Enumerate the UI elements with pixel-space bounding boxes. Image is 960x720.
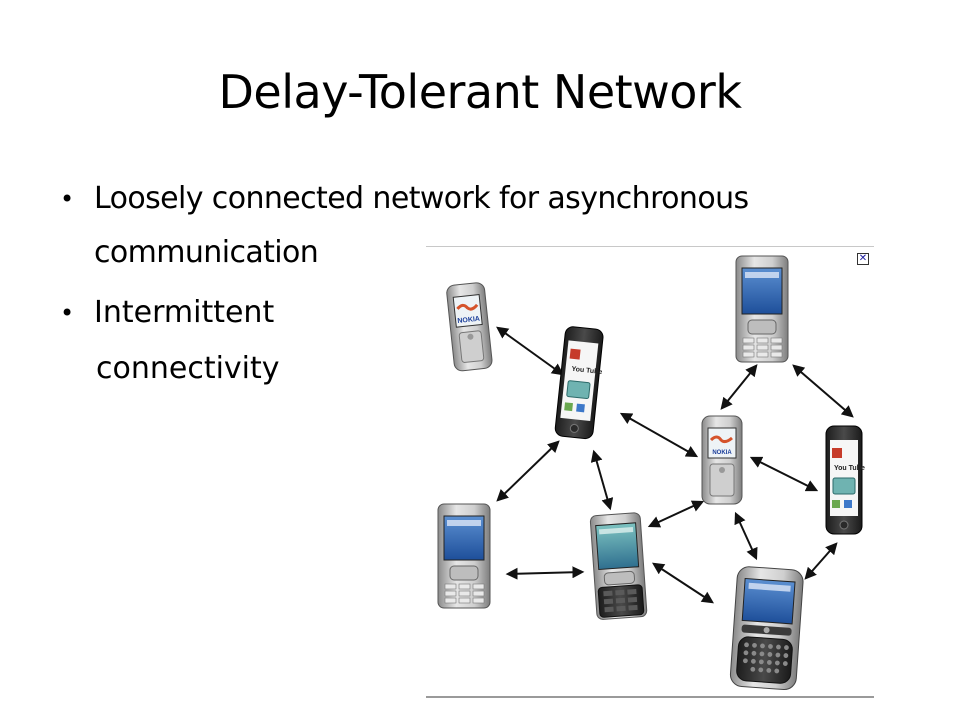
arrow-p6-p7 (505, 566, 585, 580)
bullet-dot: • (60, 299, 75, 327)
phone-nokia-n73-top (735, 255, 789, 363)
bullet-1-line-1: Loosely connected network for asynchrono… (94, 181, 749, 216)
screen-brand-label: NOKIA (457, 316, 480, 325)
diagram-bottom-border (426, 696, 874, 698)
screen-brand-label: You Tube (571, 366, 603, 376)
arrow-p3-p5 (792, 364, 854, 418)
slide-title: Delay-Tolerant Network (218, 65, 742, 119)
bullet-dot: • (60, 185, 75, 213)
phone-nokia-top-left: NOKIA (446, 282, 493, 372)
phone-nokia-center: NOKIA (701, 415, 743, 505)
arrow-p2-p7 (590, 449, 614, 511)
phone-iphone-right: You Tube (825, 425, 865, 535)
screen-brand-label: You Tube (834, 465, 865, 472)
arrow-p4-p5 (749, 456, 819, 492)
connection-arrows (496, 326, 854, 604)
network-diagram-svg: NOKIA You Tube (437, 255, 865, 691)
phone-nokia-n73-left (437, 503, 491, 609)
phone-nokia-n95 (589, 512, 648, 620)
arrow-p2-p6 (496, 440, 560, 502)
arrow-p1-p2 (496, 326, 564, 376)
close-icon[interactable]: ✕ (857, 253, 869, 265)
arrow-p7-p8 (651, 562, 715, 604)
arrow-p2-p4 (619, 412, 699, 458)
bullet-2-line-1: Intermittent (94, 295, 275, 330)
phone-iphone-center: You Tube (554, 326, 604, 440)
arrow-p4-p8 (734, 511, 758, 561)
arrow-p4-p7 (647, 500, 705, 528)
phone-blackberry (729, 566, 804, 691)
bullet-2-line-2: connectivity (96, 351, 280, 386)
arrow-p3-p4 (720, 364, 758, 410)
network-diagram: ✕ (426, 246, 874, 698)
diagram-top-border (426, 246, 874, 247)
screen-brand-label: NOKIA (712, 450, 732, 456)
arrow-p5-p8 (804, 542, 838, 580)
bullet-1-line-2: communication (94, 235, 319, 270)
